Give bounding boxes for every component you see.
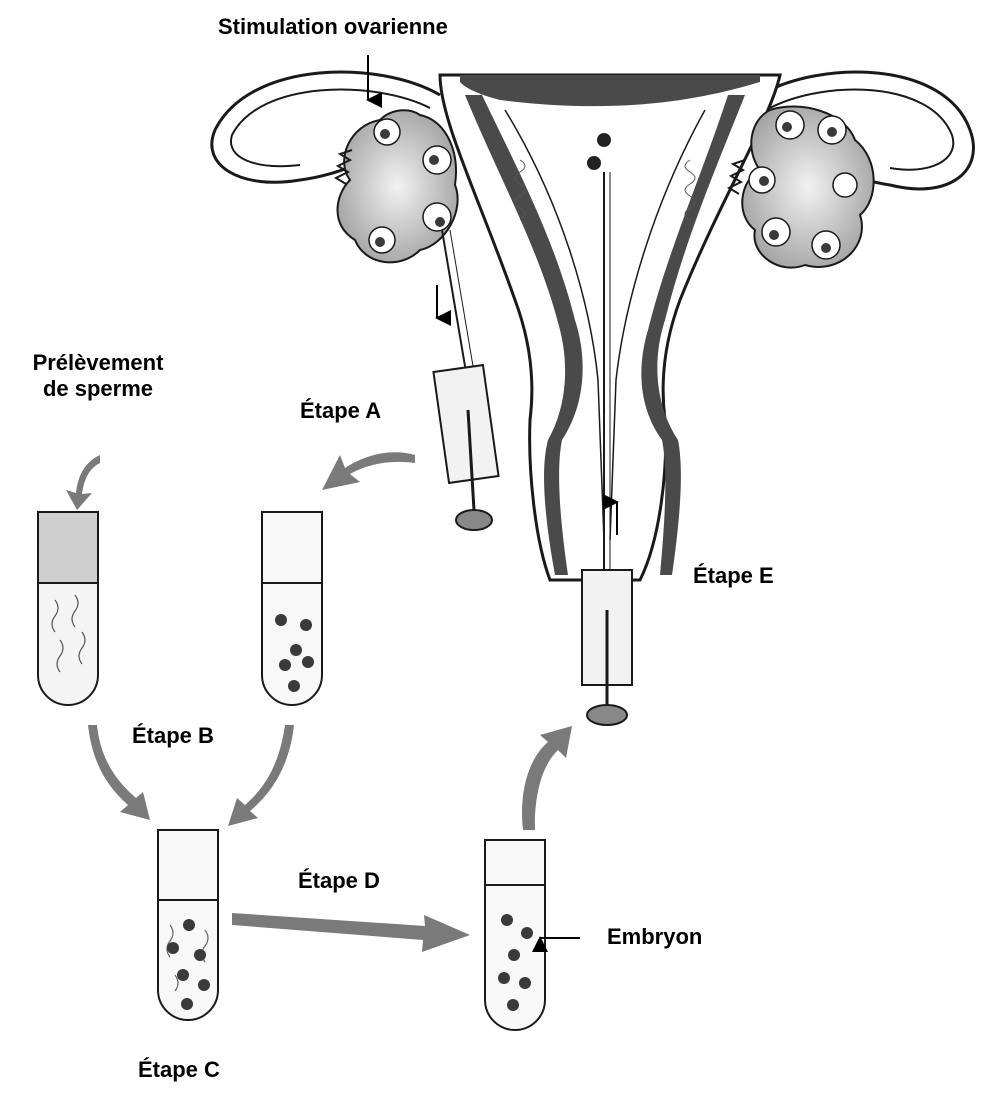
embryo-tube bbox=[485, 840, 580, 1030]
step-b-label: Étape B bbox=[132, 723, 214, 749]
sperm-collection-label: Prélèvement de sperme bbox=[0, 350, 198, 403]
uterine-embryo bbox=[587, 156, 601, 170]
oocyte-tube bbox=[262, 512, 322, 705]
uterine-embryo bbox=[597, 133, 611, 147]
sperm-tube bbox=[38, 512, 98, 705]
left-ovary bbox=[336, 110, 458, 262]
fertilization-tube bbox=[158, 830, 218, 1020]
step-e-label: Étape E bbox=[693, 563, 774, 589]
stimulation-label: Stimulation ovarienne bbox=[218, 14, 448, 40]
sperm-label-line2: de sperme bbox=[0, 376, 198, 402]
step-c-label: Étape C bbox=[138, 1057, 220, 1083]
step-d-label: Étape D bbox=[298, 868, 380, 894]
sperm-label-line1: Prélèvement bbox=[0, 350, 198, 376]
step-a-label: Étape A bbox=[300, 398, 381, 424]
retrieval-syringe bbox=[433, 230, 498, 530]
embryo-label: Embryon bbox=[607, 924, 702, 950]
